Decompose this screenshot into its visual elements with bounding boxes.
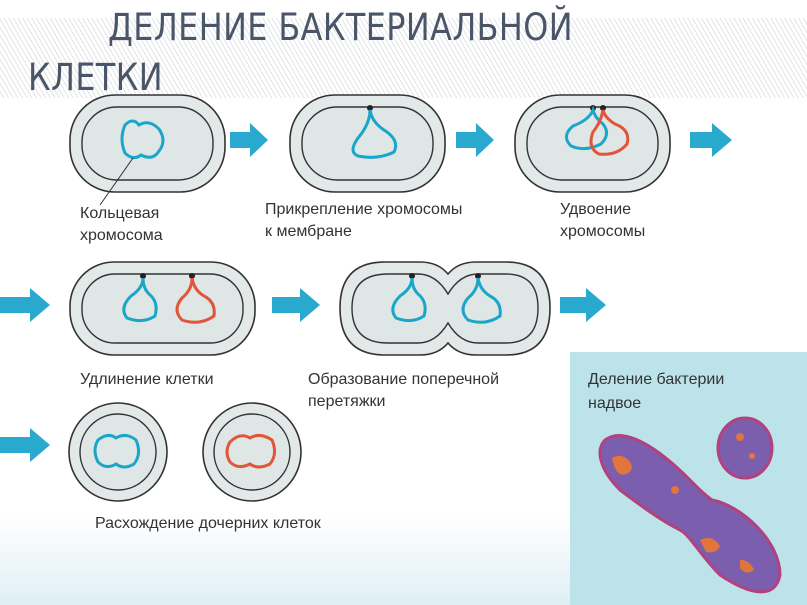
slide-title-line-2: КЛЕТКИ bbox=[28, 56, 164, 99]
step-4-label: Удлинение клетки bbox=[80, 371, 214, 388]
arrow-right-icon bbox=[560, 288, 606, 322]
daughter-cell-1 bbox=[68, 402, 168, 502]
arrow-right-icon bbox=[690, 123, 732, 157]
step-2-label-line-2: к мембране bbox=[265, 223, 352, 240]
step-1-label-line-1: Кольцевая bbox=[80, 205, 159, 222]
photo-panel: Деление бактерии надвое bbox=[570, 352, 807, 605]
photo-caption-line-1: Деление бактерии bbox=[588, 371, 724, 388]
cell-ring-chromosome bbox=[69, 94, 226, 206]
cell-chromosome-attached bbox=[289, 94, 446, 193]
arrow-right-icon bbox=[0, 428, 50, 462]
arrow-right-icon bbox=[0, 288, 50, 322]
slide-title-line-1: ДЕЛЕНИЕ БАКТЕРИАЛЬНОЙ bbox=[108, 6, 574, 49]
step-3-label-line-1: Удвоение bbox=[560, 201, 631, 218]
arrow-icons bbox=[0, 123, 732, 462]
step-1-label-line-2: хромосома bbox=[80, 227, 163, 244]
decorative-stripes bbox=[0, 18, 807, 98]
arrow-right-icon bbox=[272, 288, 320, 322]
cell-chromosome-duplication bbox=[514, 94, 671, 193]
decorative-fade bbox=[0, 515, 600, 605]
step-5-label-line-2: перетяжки bbox=[308, 393, 385, 410]
photo-caption-line-2: надвое bbox=[588, 395, 641, 412]
step-6-label: Расхождение дочерних клеток bbox=[95, 515, 322, 532]
arrow-right-icon bbox=[456, 123, 494, 157]
bacterium-photo bbox=[598, 416, 782, 594]
cell-elongation bbox=[69, 261, 256, 356]
step-2-label-line-1: Прикрепление хромосомы bbox=[265, 201, 462, 218]
arrow-right-icon bbox=[230, 123, 268, 157]
step-3-label-line-2: хромосомы bbox=[560, 223, 645, 240]
daughter-cell-2 bbox=[202, 402, 302, 502]
step-5-label-line-1: Образование поперечной bbox=[308, 371, 499, 388]
cell-constriction bbox=[339, 261, 551, 356]
